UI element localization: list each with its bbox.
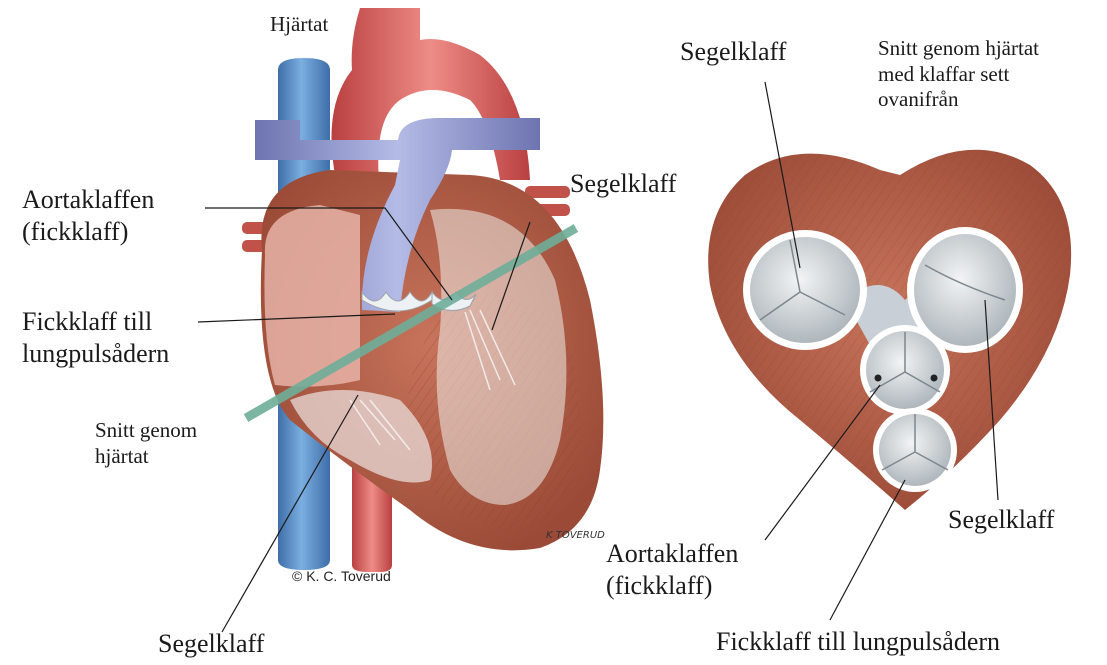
label-aortaklaffen-left: Aortaklaffen (fickklaff) (22, 184, 154, 247)
pulmonary-valve-top (873, 408, 957, 492)
tricuspid-valve (743, 230, 867, 350)
label-snitt-genom-hjartat: Snitt genom hjärtat (95, 418, 197, 469)
copyright-text: © K. C. Toverud (292, 568, 391, 585)
label-segelklaff-bottom-left: Segelklaff (158, 628, 264, 660)
label-segelklaff-top-right: Segelklaff (680, 36, 786, 68)
label-segelklaff-upper-left: Segelklaff (570, 168, 676, 200)
left-title: Hjärtat (270, 12, 328, 38)
aortic-valve-top (860, 325, 950, 415)
label-snitt-description: Snitt genom hjärtat med klaffar sett ova… (878, 36, 1039, 113)
label-aortaklaffen-right: Aortaklaffen (fickklaff) (606, 538, 738, 601)
label-segelklaff-right: Segelklaff (948, 504, 1054, 536)
label-fickklaff-lung-left: Fickklaff till lungpulsådern (22, 306, 169, 369)
pulmonary-vein-stub (525, 186, 570, 198)
label-fickklaff-lung-right: Fickklaff till lungpulsådern (716, 626, 1000, 658)
artist-signature: K TOVERUD (546, 530, 605, 542)
